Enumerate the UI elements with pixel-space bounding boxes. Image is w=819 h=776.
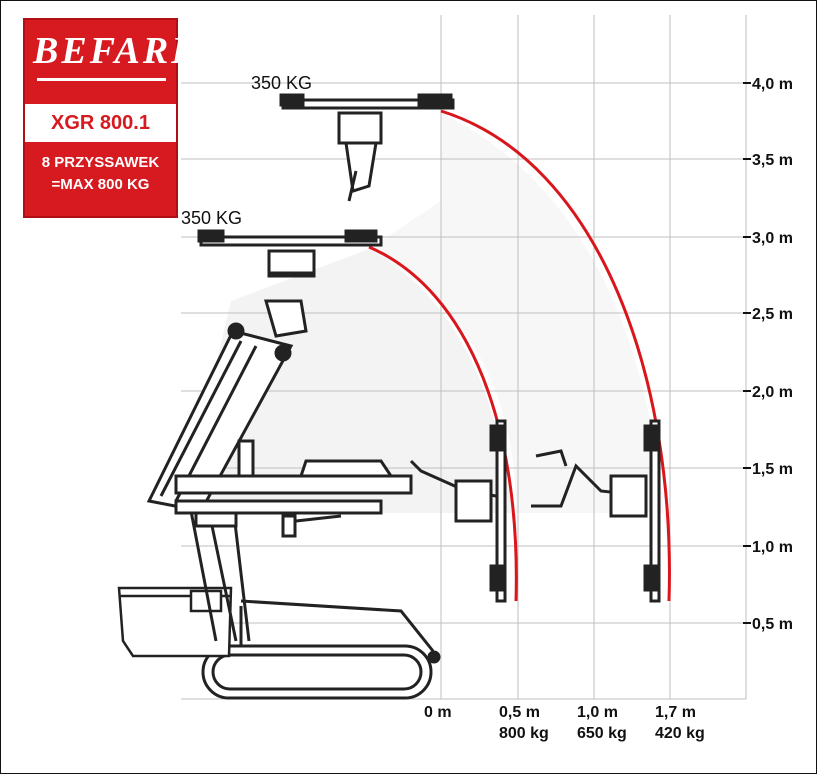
outrigger-bucket <box>117 586 233 658</box>
x-tick-distance: 0,5 m <box>499 704 540 721</box>
x-tick-capacity: 800 kg <box>499 725 549 742</box>
logo-underline <box>37 78 166 81</box>
model-name: XGR 800.1 <box>25 104 176 142</box>
brand-panel: BEFARD XGR 800.1 8 PRZYSSAWEK =MAX 800 K… <box>23 18 202 218</box>
x-tick-distance: 0 m <box>424 704 452 721</box>
y-tick-label: 2,0 m <box>752 384 793 401</box>
y-tick-label: 1,0 m <box>752 539 793 556</box>
x-tick-distance: 1,7 m <box>655 704 696 721</box>
spec-line-suction-cups: 8 PRZYSSAWEK <box>41 154 160 171</box>
y-tick-label: 3,0 m <box>752 230 793 247</box>
y-tick-label: 3,5 m <box>752 152 793 169</box>
gripper-vertical-0-5 <box>409 419 507 603</box>
x-tick-capacity: 650 kg <box>577 725 627 742</box>
load-label-lower: 350 KG <box>181 208 242 228</box>
x-tick-capacity: 420 kg <box>655 725 705 742</box>
gripper-frame-mid <box>197 229 383 275</box>
spec-text: 8 PRZYSSAWEK =MAX 800 KG <box>29 152 172 196</box>
x-tick-distance: 1,0 m <box>577 704 618 721</box>
reach-curve-outer <box>440 109 671 602</box>
y-axis-ticks-marks <box>743 82 751 624</box>
y-tick-label: 4,0 m <box>752 76 793 93</box>
y-tick-label: 2,5 m <box>752 306 793 323</box>
boom-inclined <box>146 254 316 513</box>
load-label-upper: 350 KG <box>251 73 312 93</box>
y-tick-label: 0,5 m <box>752 616 793 633</box>
reach-curve-inner <box>368 245 518 602</box>
x-axis-labels: 0 m 0,5 m 1,0 m 1,7 m 800 kg 650 kg 420 … <box>424 704 705 742</box>
brand-logo: BEFARD <box>33 30 202 72</box>
gripper-vertical-1-7 <box>531 419 661 603</box>
y-axis-labels: 0,5 m 1,0 m 1,5 m 2,0 m 2,5 m 3,0 m 3,5 … <box>752 76 793 633</box>
gripper-frame-top <box>279 93 455 202</box>
tracked-base <box>201 599 441 700</box>
spec-line-max-load: =MAX 800 KG <box>51 176 150 193</box>
beam-horizontal <box>174 459 413 538</box>
y-tick-label: 1,5 m <box>752 461 793 478</box>
